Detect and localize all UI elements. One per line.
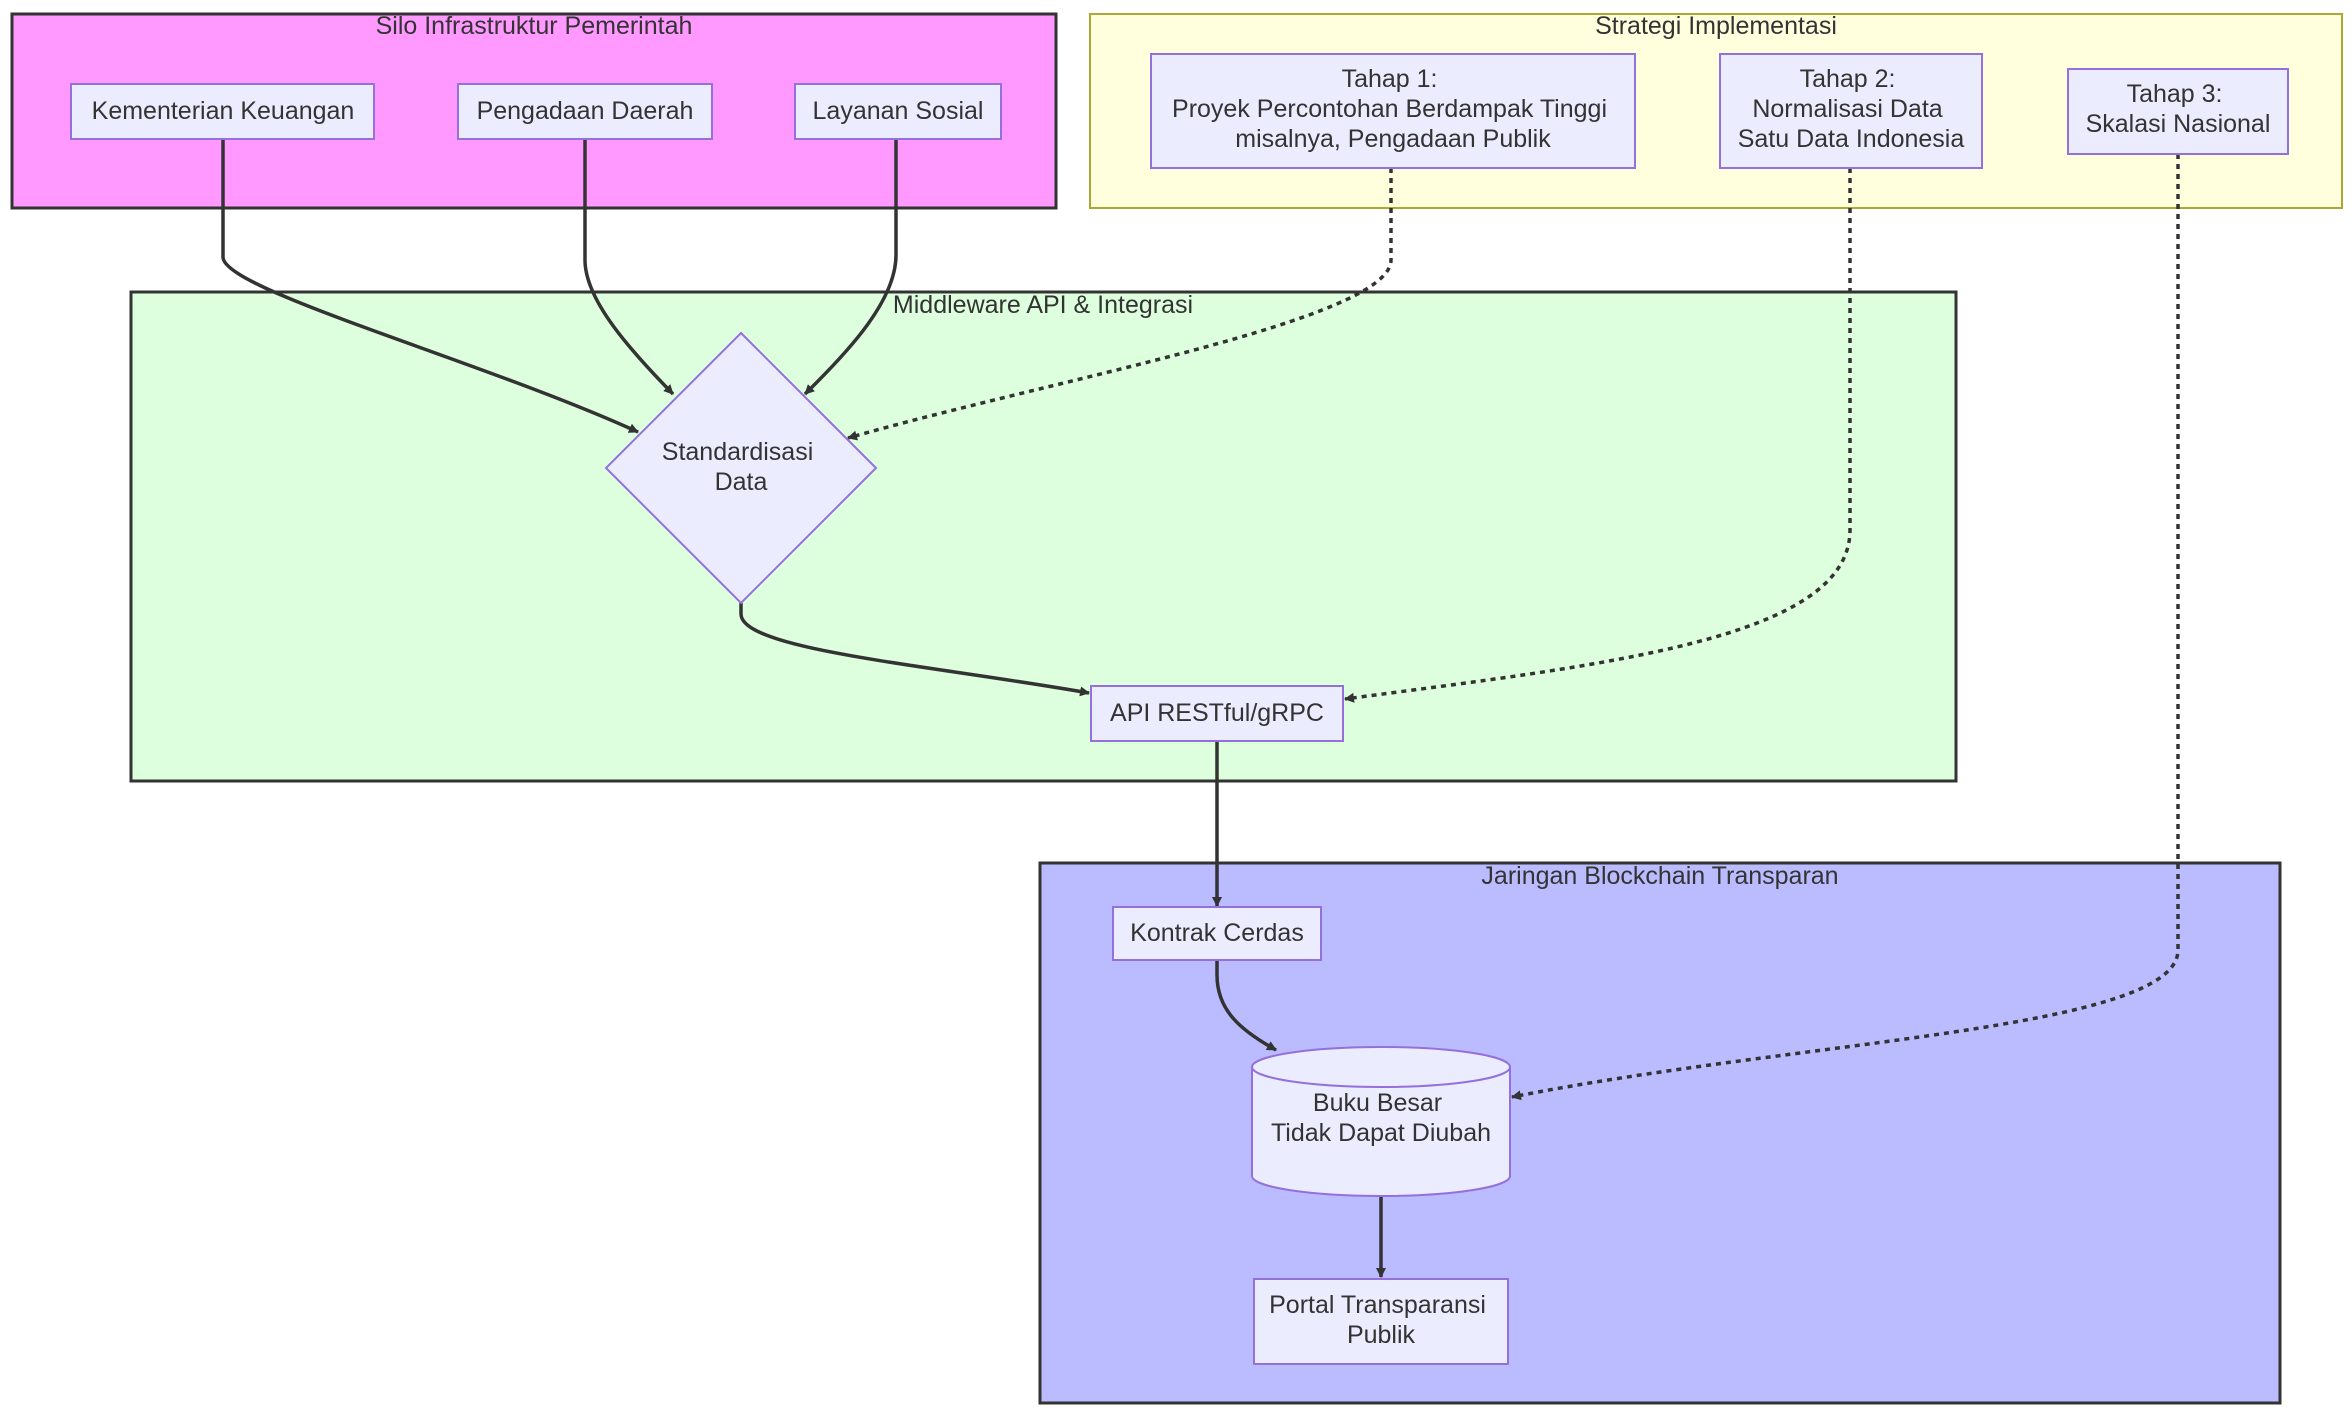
node-tahap2-line-1: Tahap 2: [1800,65,1896,93]
node-api-label: API RESTful/gRPC [1110,699,1324,727]
node-tahap1-line-3: misalnya, Pengadaan Publik [1235,125,1551,153]
node-tahap3: Tahap 3: Skalasi Nasional [2067,68,2289,155]
node-standardisasi-diamond [604,331,878,605]
node-kemenkeu-box [70,83,375,140]
node-portal-line-2: Publik [1347,1321,1416,1349]
node-standardisasi: Standardisasi Data [604,331,878,605]
node-portal-box [1253,1278,1509,1365]
cluster-middleware-title: Middleware API & Integrasi [893,291,1193,319]
edge-pengadaan-to-standardisasi [583,139,675,396]
cluster-strategy-title: Strategi Implementasi [1595,12,1837,40]
node-tahap2-line-2: Normalisasi Data [1752,95,1942,123]
node-layanan-sosial-box [794,83,1002,140]
node-portal-label: Portal Transparansi Publik [1269,1291,1493,1349]
node-tahap2: Tahap 2: Normalisasi Data Satu Data Indo… [1719,53,1983,169]
node-kemenkeu-line-1: Kementerian Keuangan [92,97,355,125]
node-buku-besar: Buku Besar Tidak Dapat Diubah [1251,1046,1511,1197]
edge-kontrak-to-buku-besar [1215,960,1277,1052]
cluster-blockchain-title: Jaringan Blockchain Transparan [1481,862,1838,890]
node-tahap1-line-2: Proyek Percontohan Berdampak Tinggi [1172,95,1607,123]
node-tahap3-line-2: Skalasi Nasional [2086,110,2271,138]
node-layanan-sosial-line-1: Layanan Sosial [813,97,984,125]
node-kontrak-line-1: Kontrak Cerdas [1130,919,1304,947]
node-pengadaan-daerah-line-1: Pengadaan Daerah [477,97,694,125]
node-kontrak-box [1112,906,1322,961]
node-standardisasi-label: Standardisasi Data [662,438,820,496]
node-tahap3-label: Tahap 3: Skalasi Nasional [2086,80,2271,138]
node-tahap1-line-1: Tahap 1: [1342,65,1438,93]
node-kontrak: Kontrak Cerdas [1112,906,1322,961]
node-buku-besar-cylinder-rim [1251,1066,1511,1088]
node-tahap2-line-3: Satu Data Indonesia [1738,125,1965,153]
node-layanan-sosial-label: Layanan Sosial [813,97,984,125]
edge-standardisasi-to-api [739,603,1090,697]
edge-layanan-to-standardisasi [803,139,898,396]
node-pengadaan-daerah: Pengadaan Daerah [457,83,713,140]
node-tahap1-label: Tahap 1: Proyek Percontohan Berdampak Ti… [1172,65,1614,153]
node-tahap2-label: Tahap 2: Normalisasi Data Satu Data Indo… [1738,65,1965,153]
node-tahap1: Tahap 1: Proyek Percontohan Berdampak Ti… [1150,53,1636,169]
node-portal-line-1: Portal Transparansi [1269,1291,1486,1319]
node-kontrak-label: Kontrak Cerdas [1130,919,1304,947]
node-api: API RESTful/gRPC [1090,685,1344,742]
node-kemenkeu: Kementerian Keuangan [70,83,375,140]
node-api-line-1: API RESTful/gRPC [1110,699,1324,727]
node-tahap1-box [1150,53,1636,169]
node-tahap3-line-1: Tahap 3: [2127,80,2223,108]
node-api-box [1090,685,1344,742]
node-portal: Portal Transparansi Publik [1253,1278,1509,1365]
node-buku-besar-label: Buku Besar Tidak Dapat Diubah [1271,1089,1491,1147]
node-kemenkeu-label: Kementerian Keuangan [92,97,355,125]
node-pengadaan-daerah-label: Pengadaan Daerah [477,97,694,125]
node-tahap2-box [1719,53,1983,169]
cluster-silo-title: Silo Infrastruktur Pemerintah [376,12,693,40]
edge-kemenkeu-to-standardisasi [221,139,639,434]
node-standardisasi-line-1: Standardisasi [662,438,813,466]
node-pengadaan-daerah-box [457,83,713,140]
edges [221,139,2180,1278]
node-layanan-sosial: Layanan Sosial [794,83,1002,140]
cluster-middleware: Middleware API & Integrasi [129,290,1958,783]
node-buku-besar-line-1: Buku Besar [1313,1089,1442,1117]
node-buku-besar-line-2: Tidak Dapat Diubah [1271,1119,1491,1147]
edge-tahap1-to-standardisasi [847,168,1393,441]
node-standardisasi-line-2: Data [715,468,768,496]
node-tahap3-box [2067,68,2289,155]
edge-tahap3-to-buku-besar [1511,154,2180,1101]
cluster-middleware-box [129,290,1958,783]
